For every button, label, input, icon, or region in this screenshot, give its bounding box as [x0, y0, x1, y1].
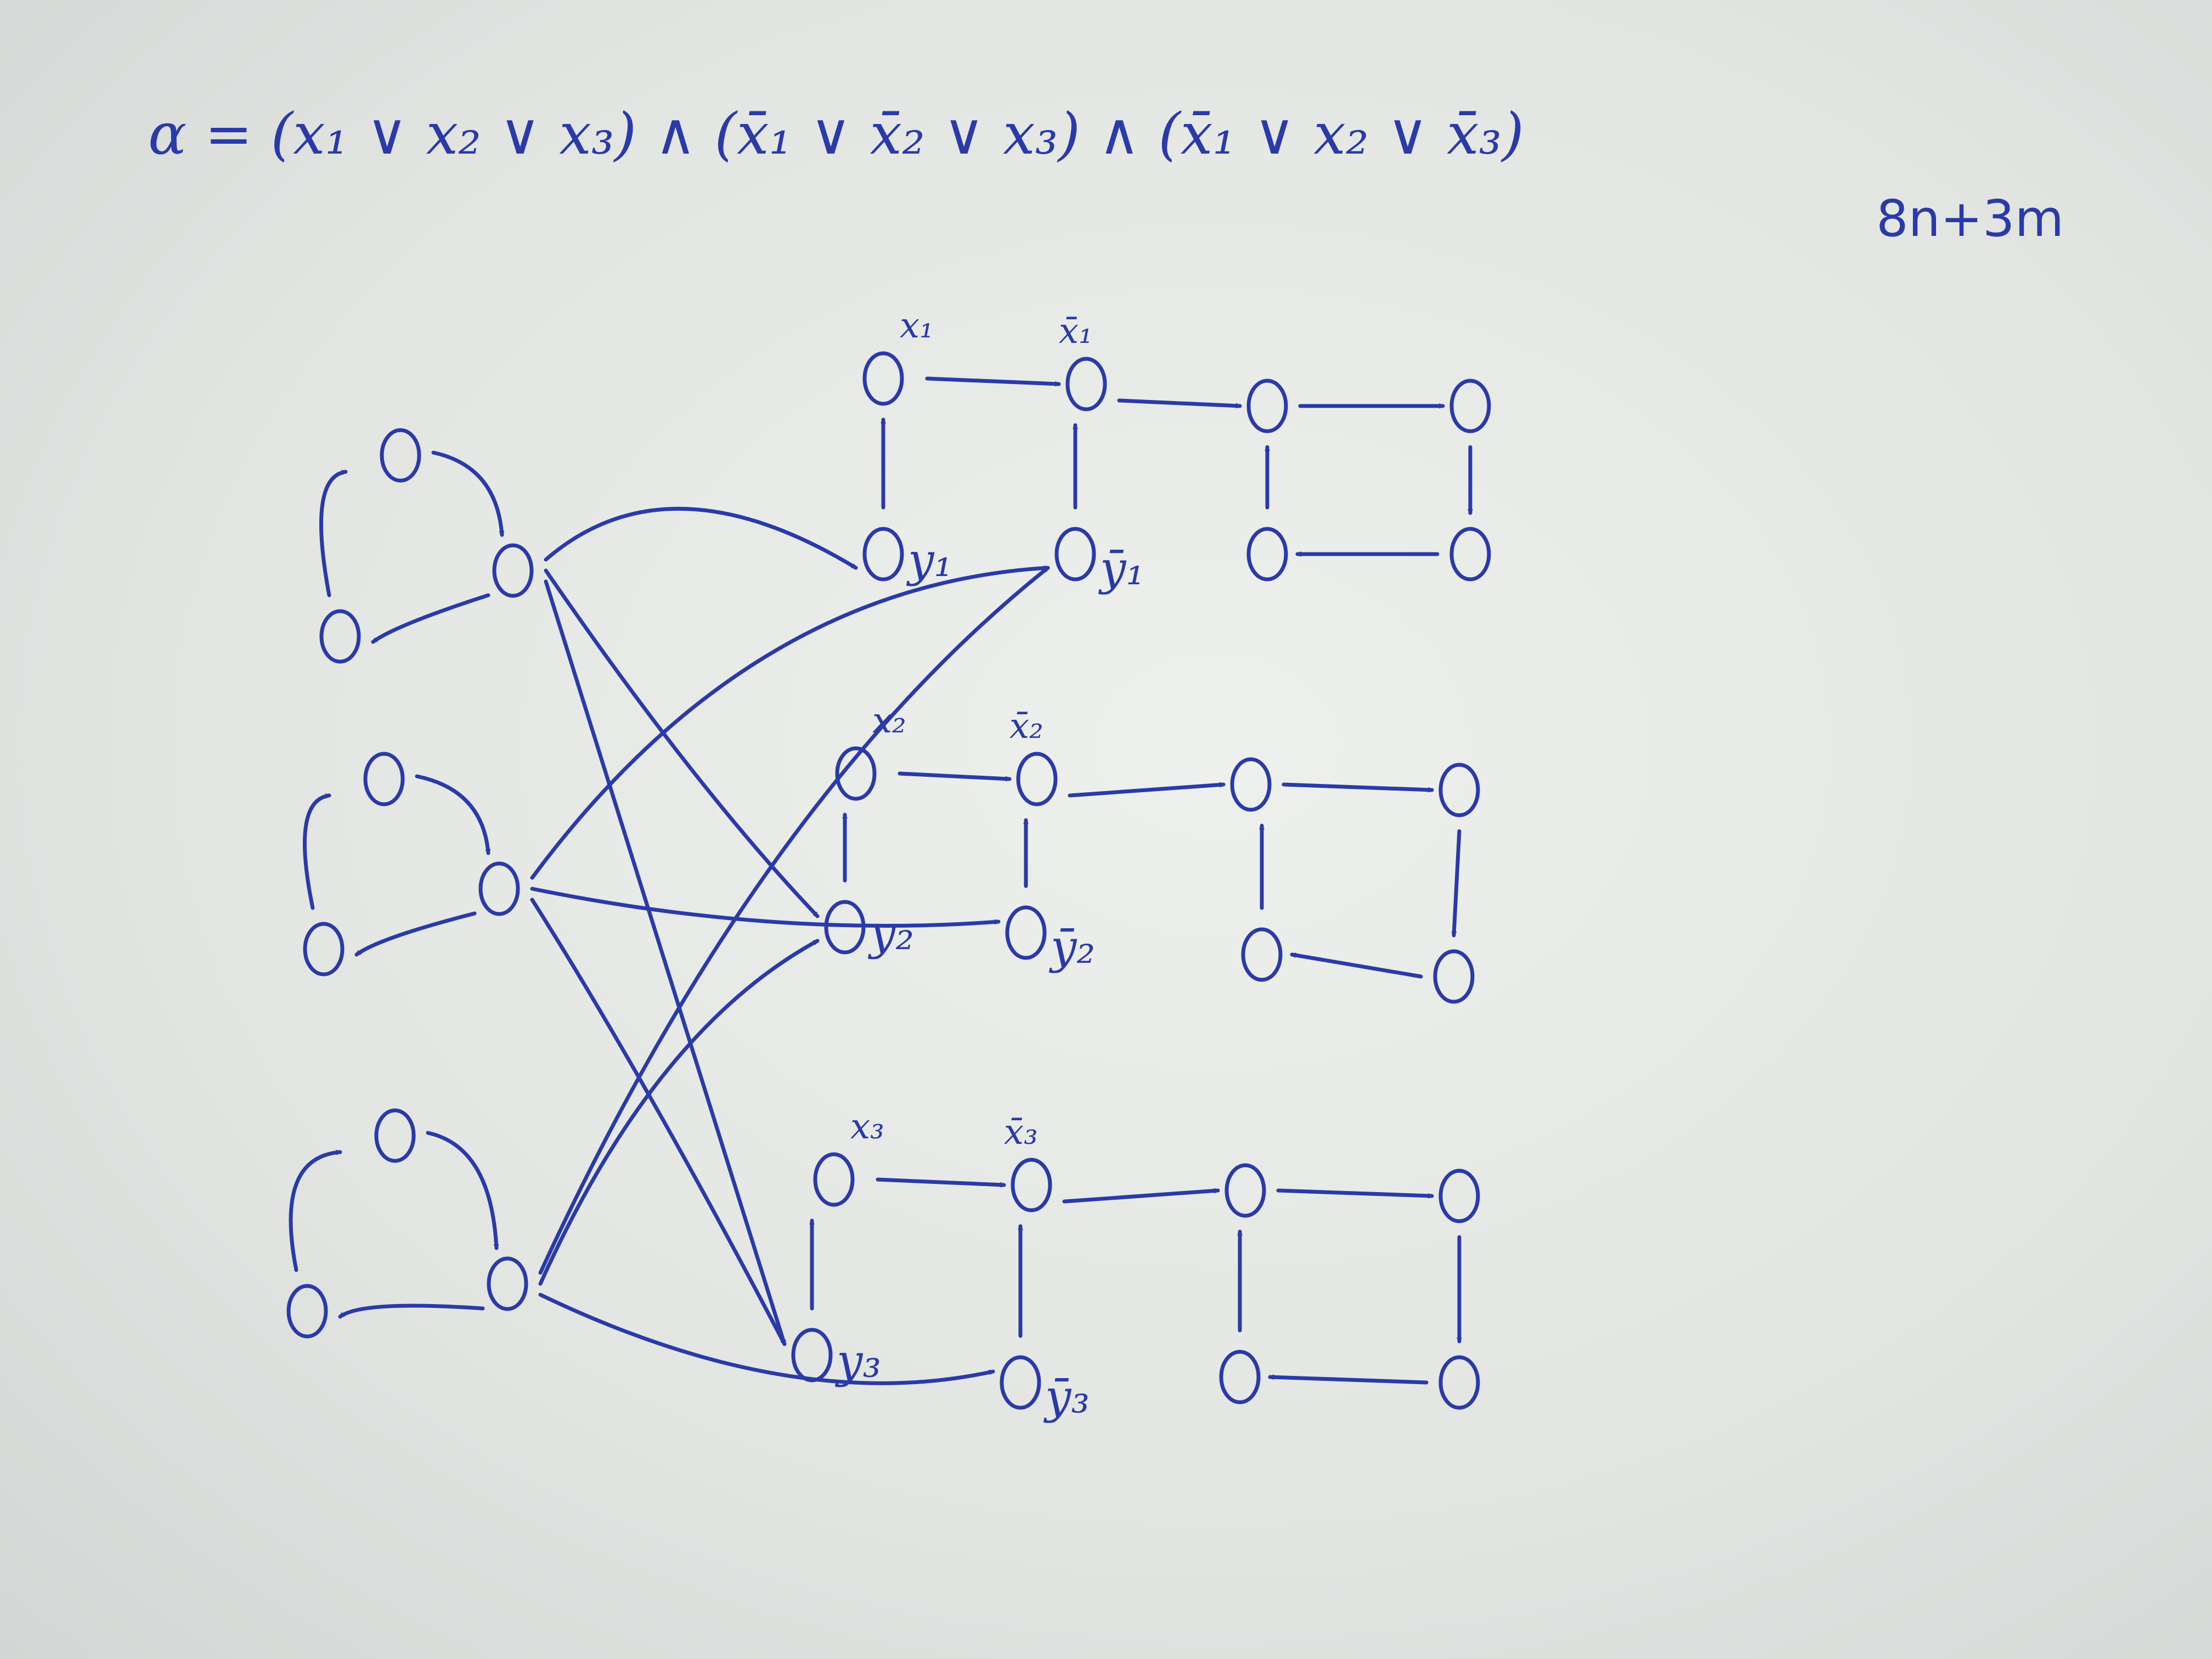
clause-gadget-3	[286, 1108, 528, 1339]
clause-3-to-gadget-2-y-edge	[538, 939, 820, 1286]
var-node-xb	[1016, 752, 1058, 806]
clause-2-to-gadget-2-ybar-edge	[530, 887, 1001, 928]
edge-a-b	[1276, 1188, 1434, 1196]
edge-d-c	[1290, 955, 1423, 979]
edge-b-d	[1454, 829, 1462, 938]
var-node-d	[1433, 949, 1475, 1004]
clause-1-to-gadget-3-y-edge	[544, 579, 787, 1346]
x-label: x₁	[900, 306, 934, 346]
clause-node-hub	[487, 1256, 528, 1311]
var-node-xb	[1065, 357, 1107, 411]
clause-node-left	[286, 1284, 328, 1339]
clause-2-to-gadget-1-ybar-edge	[530, 568, 1050, 880]
var-node-x	[835, 746, 877, 801]
edge-d-c	[1268, 1377, 1429, 1385]
clause-node-top	[380, 428, 421, 483]
edge-xbar-a	[1062, 1190, 1220, 1204]
var-node-d	[1438, 1355, 1480, 1410]
var-node-a	[1224, 1163, 1266, 1218]
var-node-y	[862, 527, 904, 582]
variable-gadget-3: x₃ x̄₃ y₃ ȳ₃	[791, 1107, 1480, 1424]
var-node-y	[791, 1328, 833, 1383]
clause-node-hub	[478, 861, 520, 916]
var-node-yb	[1054, 527, 1096, 582]
clause-1-to-gadget-1-y-edge	[544, 507, 858, 570]
var-node-c	[1241, 927, 1283, 982]
x-label: x₃	[850, 1107, 884, 1147]
ybar-label: ȳ₁	[1098, 541, 1144, 595]
edge-x-xbar	[925, 376, 1061, 384]
clause-gadget-2	[302, 752, 520, 977]
clause-node-hub	[492, 543, 534, 598]
clause-edge-top-hub	[426, 1131, 496, 1250]
var-node-a	[1230, 757, 1272, 812]
y-label: y₃	[834, 1334, 881, 1388]
var-node-x	[813, 1152, 855, 1207]
var-node-c	[1219, 1350, 1261, 1404]
clause-edge-left-top	[289, 1152, 342, 1272]
clause-3-to-gadget-3-ybar-edge	[538, 1293, 995, 1385]
edge-x-xbar	[898, 771, 1012, 779]
clause-3-to-gadget-1-ybar-edge	[538, 566, 1050, 1275]
xbar-label: x̄₃	[1004, 1112, 1038, 1153]
var-node-xb	[1011, 1158, 1052, 1212]
clause-node-top	[363, 752, 405, 806]
clause-edge-left-top	[302, 795, 331, 910]
y-label: y₂	[867, 906, 914, 960]
var-node-b	[1438, 1169, 1480, 1223]
clause-node-left	[319, 609, 361, 664]
clause-gadget-1	[319, 428, 534, 664]
clause-edge-hub-left	[338, 1304, 485, 1319]
var-node-x	[862, 351, 904, 406]
clause-1-to-gadget-2-y-edge	[544, 568, 820, 918]
y-label: y₁	[906, 533, 952, 587]
edge-xbar-a	[1068, 785, 1226, 798]
formula-text: α = (x₁ ∨ x₂ ∨ x₃) ∧ (x̄₁ ∨ x̄₂ ∨ x₃) ∧ …	[148, 100, 1524, 167]
xbar-label: x̄₂	[1009, 706, 1043, 747]
clause-node-left	[303, 922, 345, 977]
edge-xbar-a	[1117, 398, 1242, 406]
var-node-b	[1438, 763, 1480, 817]
variable-gadget-1: x₁ x̄₁ y₁ ȳ₁	[862, 306, 1491, 595]
edge-a-b	[1282, 782, 1434, 790]
clause-edge-top-hub	[431, 450, 502, 537]
clause-edge-left-top	[319, 472, 348, 597]
clause-edge-top-hub	[415, 774, 488, 855]
var-node-d	[1449, 527, 1491, 582]
edge-x-xbar	[876, 1177, 1006, 1185]
clause-edge-hub-left	[371, 593, 490, 644]
var-node-c	[1246, 527, 1288, 582]
clause-node-top	[374, 1108, 416, 1163]
clause-gadgets	[286, 428, 534, 1339]
clause-to-variable-edges	[530, 507, 1050, 1385]
var-node-b	[1449, 379, 1491, 433]
ybar-label: ȳ₂	[1048, 920, 1095, 974]
clause-2-to-gadget-3-y-edge	[530, 898, 787, 1346]
var-node-yb	[1005, 905, 1047, 960]
var-node-yb	[1000, 1355, 1041, 1410]
size-note: 8n+3m	[1876, 189, 2064, 248]
xbar-label: x̄₁	[1059, 311, 1093, 352]
clause-edge-hub-left	[354, 911, 477, 957]
var-node-a	[1246, 379, 1288, 433]
ybar-label: ȳ₃	[1043, 1370, 1090, 1424]
